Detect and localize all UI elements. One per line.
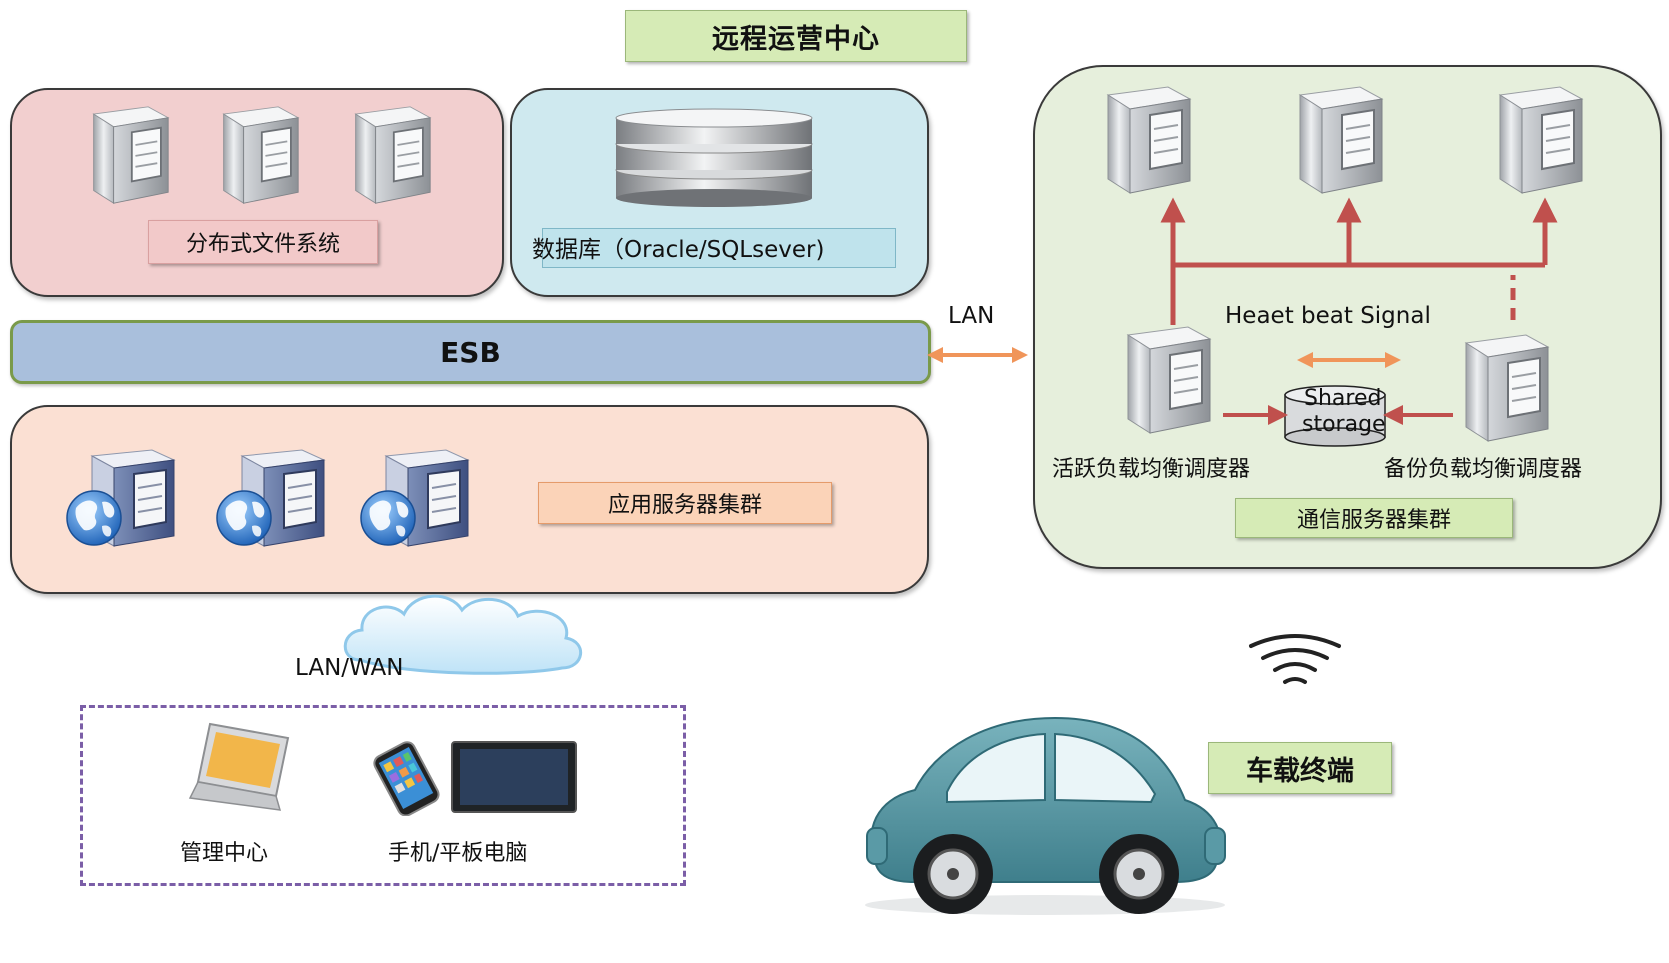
- cloud-icon: [343, 594, 583, 675]
- shared-storage-icon: [1284, 385, 1386, 447]
- wheel-icon: [913, 834, 993, 914]
- server-icon: [1498, 85, 1584, 195]
- server-icon: [1106, 85, 1192, 195]
- vehicle-label-box: 车载终端: [1208, 742, 1392, 794]
- server-icon: [222, 105, 300, 205]
- server-icon: [1298, 85, 1384, 195]
- lan-arrow: [927, 347, 1028, 363]
- app-cluster-label-box: 应用服务器集群: [538, 482, 832, 524]
- server-icon: [1464, 333, 1550, 443]
- esb-bar: ESB: [10, 320, 931, 384]
- file-system-label: 分布式文件系统: [185, 232, 340, 257]
- mobile-label: 手机/平板电脑: [388, 841, 528, 866]
- shared-storage-label-2: storage: [1302, 412, 1386, 437]
- server-icon: [92, 105, 170, 205]
- management-terminal-icon: [188, 722, 290, 811]
- lan-label: LAN: [948, 303, 995, 329]
- database-icon: [615, 108, 813, 207]
- vehicle-label: 车载终端: [1246, 755, 1354, 787]
- shared-storage-label-1: Shared: [1304, 386, 1382, 411]
- server-icon: [1126, 325, 1212, 435]
- web-server-icon: [216, 449, 325, 547]
- app-cluster-label: 应用服务器集群: [607, 493, 762, 518]
- clients-box: [80, 705, 686, 886]
- mobile-devices-icon: [373, 741, 577, 816]
- file-system-servers: [92, 105, 432, 205]
- file-system-label-box: 分布式文件系统: [148, 220, 378, 264]
- network-label: LAN/WAN: [295, 655, 404, 681]
- app-servers: [66, 449, 469, 547]
- active-balancer-label: 活跃负载均衡调度器: [1052, 457, 1251, 482]
- esb-label: ESB: [440, 335, 501, 369]
- title-box: 远程运营中心: [625, 10, 967, 62]
- vehicle-icon: [865, 716, 1226, 915]
- wheel-icon: [1099, 834, 1179, 914]
- comm-cluster-label-box: 通信服务器集群: [1235, 498, 1513, 538]
- page-title: 远程运营中心: [712, 23, 880, 55]
- distribution-arrows: [1160, 197, 1558, 325]
- server-icon: [354, 105, 432, 205]
- wireless-signal-icon: [1249, 634, 1341, 684]
- database-label: 数据库（Oracle/SQLsever): [532, 237, 825, 263]
- comm-cluster-diagram: [1106, 85, 1584, 447]
- backup-balancer-label: 备份负载均衡调度器: [1384, 457, 1583, 482]
- comm-cluster-label: 通信服务器集群: [1296, 508, 1451, 533]
- web-server-icon: [66, 449, 175, 547]
- heartbeat-label: Heaet beat Signal: [1225, 303, 1431, 329]
- web-server-icon: [360, 449, 469, 547]
- database-label-box: [542, 228, 896, 268]
- management-label: 管理中心: [180, 841, 269, 866]
